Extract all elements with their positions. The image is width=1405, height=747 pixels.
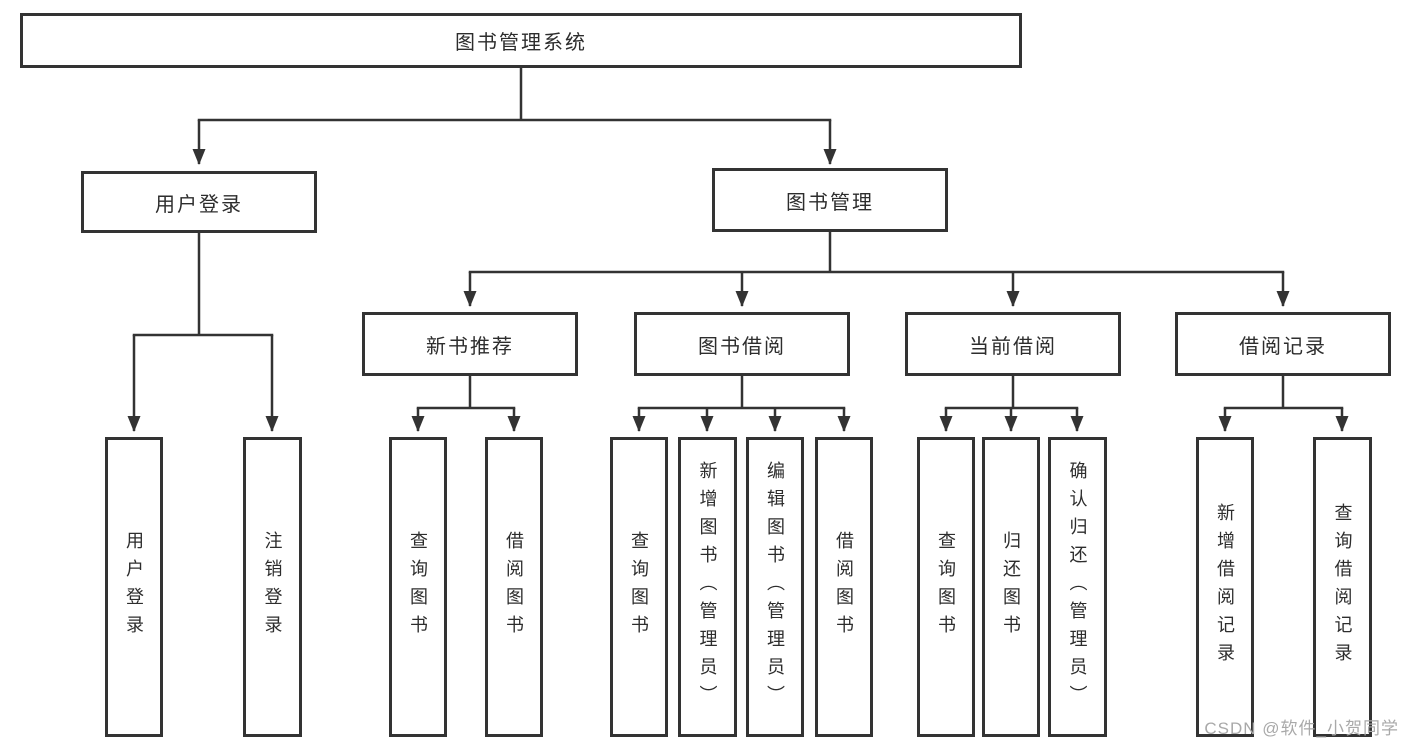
node-new-book-recommend: 新书推荐: [362, 312, 578, 376]
leaf-add-borrow-record-label: 新增借阅记录: [1215, 503, 1235, 671]
leaf-confirm-return-admin-label: 确认归还（管理员）: [1067, 461, 1088, 713]
leaf-query-books-current: 查询图书: [917, 437, 975, 737]
node-current-borrowing: 当前借阅: [905, 312, 1121, 376]
node-borrowing-records-label: 借阅记录: [1239, 335, 1327, 358]
node-root-label: 图书管理系统: [455, 32, 587, 54]
watermark: CSDN @软件_小贺同学: [1204, 719, 1399, 738]
node-book-borrowing-label: 图书借阅: [698, 335, 786, 358]
leaf-query-books-recommend-label: 查询图书: [408, 531, 428, 643]
connector-book-borrowing-children: [632, 376, 851, 432]
leaf-add-borrow-record: 新增借阅记录: [1196, 437, 1254, 737]
connector-user-login-children: [127, 233, 279, 432]
leaf-borrow-books-label: 借阅图书: [834, 531, 854, 643]
leaf-edit-book-admin-label: 编辑图书（管理员）: [765, 461, 785, 713]
leaf-return-books: 归还图书: [982, 437, 1040, 737]
leaf-query-borrow-record: 查询借阅记录: [1313, 437, 1372, 737]
leaf-add-book-admin-label: 新增图书（管理员）: [697, 461, 718, 713]
leaf-query-books-borrowing: 查询图书: [610, 437, 668, 737]
leaf-confirm-return-admin: 确认归还（管理员）: [1048, 437, 1107, 737]
leaf-user-login-label: 用户登录: [124, 531, 144, 643]
node-borrowing-records: 借阅记录: [1175, 312, 1391, 376]
leaf-borrow-books-recommend-label: 借阅图书: [504, 531, 524, 643]
node-new-book-recommend-label: 新书推荐: [426, 335, 514, 358]
connector-current-borrowing-children: [939, 376, 1084, 432]
leaf-borrow-books-recommend: 借阅图书: [485, 437, 543, 737]
leaf-add-book-admin: 新增图书（管理员）: [678, 437, 737, 737]
leaf-user-login: 用户登录: [105, 437, 163, 737]
connector-borrowing-records-children: [1218, 376, 1349, 432]
leaf-logout-label: 注销登录: [262, 531, 283, 643]
leaf-query-books-recommend: 查询图书: [389, 437, 447, 737]
leaf-query-books-borrowing-label: 查询图书: [629, 531, 649, 643]
node-book-management: 图书管理: [712, 168, 948, 232]
leaf-borrow-books: 借阅图书: [815, 437, 873, 737]
leaf-edit-book-admin: 编辑图书（管理员）: [746, 437, 804, 737]
node-book-management-label: 图书管理: [786, 191, 874, 214]
leaf-return-books-label: 归还图书: [1001, 531, 1021, 643]
leaf-query-borrow-record-label: 查询借阅记录: [1332, 503, 1353, 671]
connector-book-management-children: [463, 232, 1290, 307]
node-book-borrowing: 图书借阅: [634, 312, 850, 376]
node-root: 图书管理系统: [20, 13, 1022, 68]
connector-new-book-recommend-children: [411, 376, 521, 432]
node-current-borrowing-label: 当前借阅: [969, 335, 1057, 358]
connector-root-to-level2: [192, 68, 837, 165]
node-user-login-label: 用户登录: [155, 193, 243, 216]
leaf-query-books-current-label: 查询图书: [936, 531, 956, 643]
node-user-login: 用户登录: [81, 171, 317, 233]
leaf-logout: 注销登录: [243, 437, 302, 737]
